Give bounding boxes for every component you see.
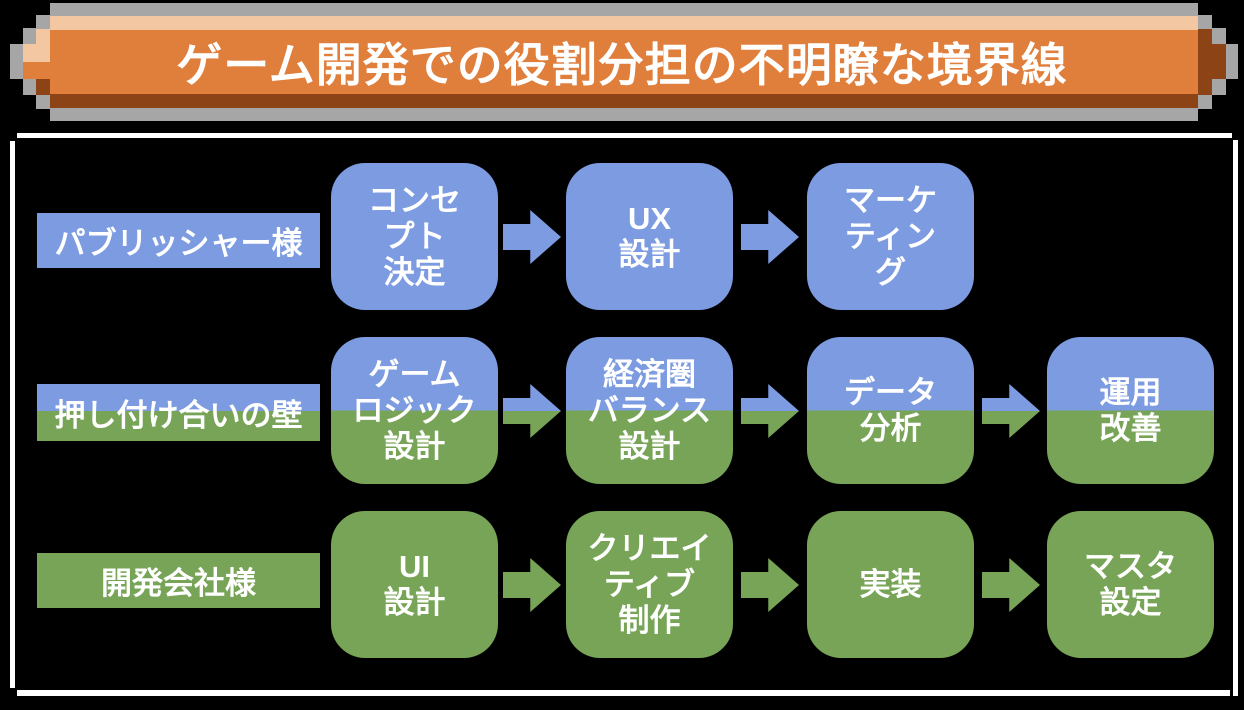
process-step-box: 実装 — [807, 511, 974, 658]
process-step-box: マスタ 設定 — [1047, 511, 1214, 658]
arrow-right-icon — [741, 210, 799, 264]
row-label-publisher: パブリッシャー様 — [37, 213, 320, 268]
banner-shadow — [1212, 44, 1226, 79]
process-step-box: 運用 改善 — [1047, 337, 1214, 484]
banner-highlight — [23, 44, 36, 62]
banner-highlight — [36, 29, 50, 62]
process-step-box: UX 設計 — [566, 163, 733, 310]
title-banner: ゲーム開発での役割分担の不明瞭な境界線 — [0, 0, 1244, 125]
arrow-right-icon — [503, 558, 561, 612]
frame-left — [10, 141, 15, 688]
arrow-right-icon — [503, 210, 561, 264]
banner-shadow — [36, 79, 50, 95]
process-step-box: コンセ プト 決定 — [331, 163, 498, 310]
frame-right — [1233, 140, 1238, 696]
row-label-developer: 開発会社様 — [37, 553, 320, 608]
arrow-right-icon — [982, 384, 1040, 438]
row-label-wall: 押し付け合いの壁 — [37, 384, 320, 441]
banner-highlight — [50, 16, 1198, 30]
page-title: ゲーム開発での役割分担の不明瞭な境界線 — [176, 39, 1068, 91]
banner-orange-body — [23, 44, 1226, 79]
process-step-box: マーケ ティン グ — [807, 163, 974, 310]
frame-top — [17, 133, 1232, 138]
process-step-box: 経済圏 バランス 設計 — [566, 337, 733, 484]
process-step-box: データ 分析 — [807, 337, 974, 484]
process-step-box: ゲーム ロジック 設計 — [331, 337, 498, 484]
process-step-box: UI 設計 — [331, 511, 498, 658]
banner-shadow — [50, 94, 1198, 108]
banner-shadow — [1198, 29, 1212, 95]
process-step-box: クリエイ ティブ 制作 — [566, 511, 733, 658]
arrow-right-icon — [503, 384, 561, 438]
arrow-right-icon — [982, 558, 1040, 612]
arrow-right-icon — [741, 384, 799, 438]
frame-bottom — [17, 690, 1230, 696]
arrow-right-icon — [741, 558, 799, 612]
